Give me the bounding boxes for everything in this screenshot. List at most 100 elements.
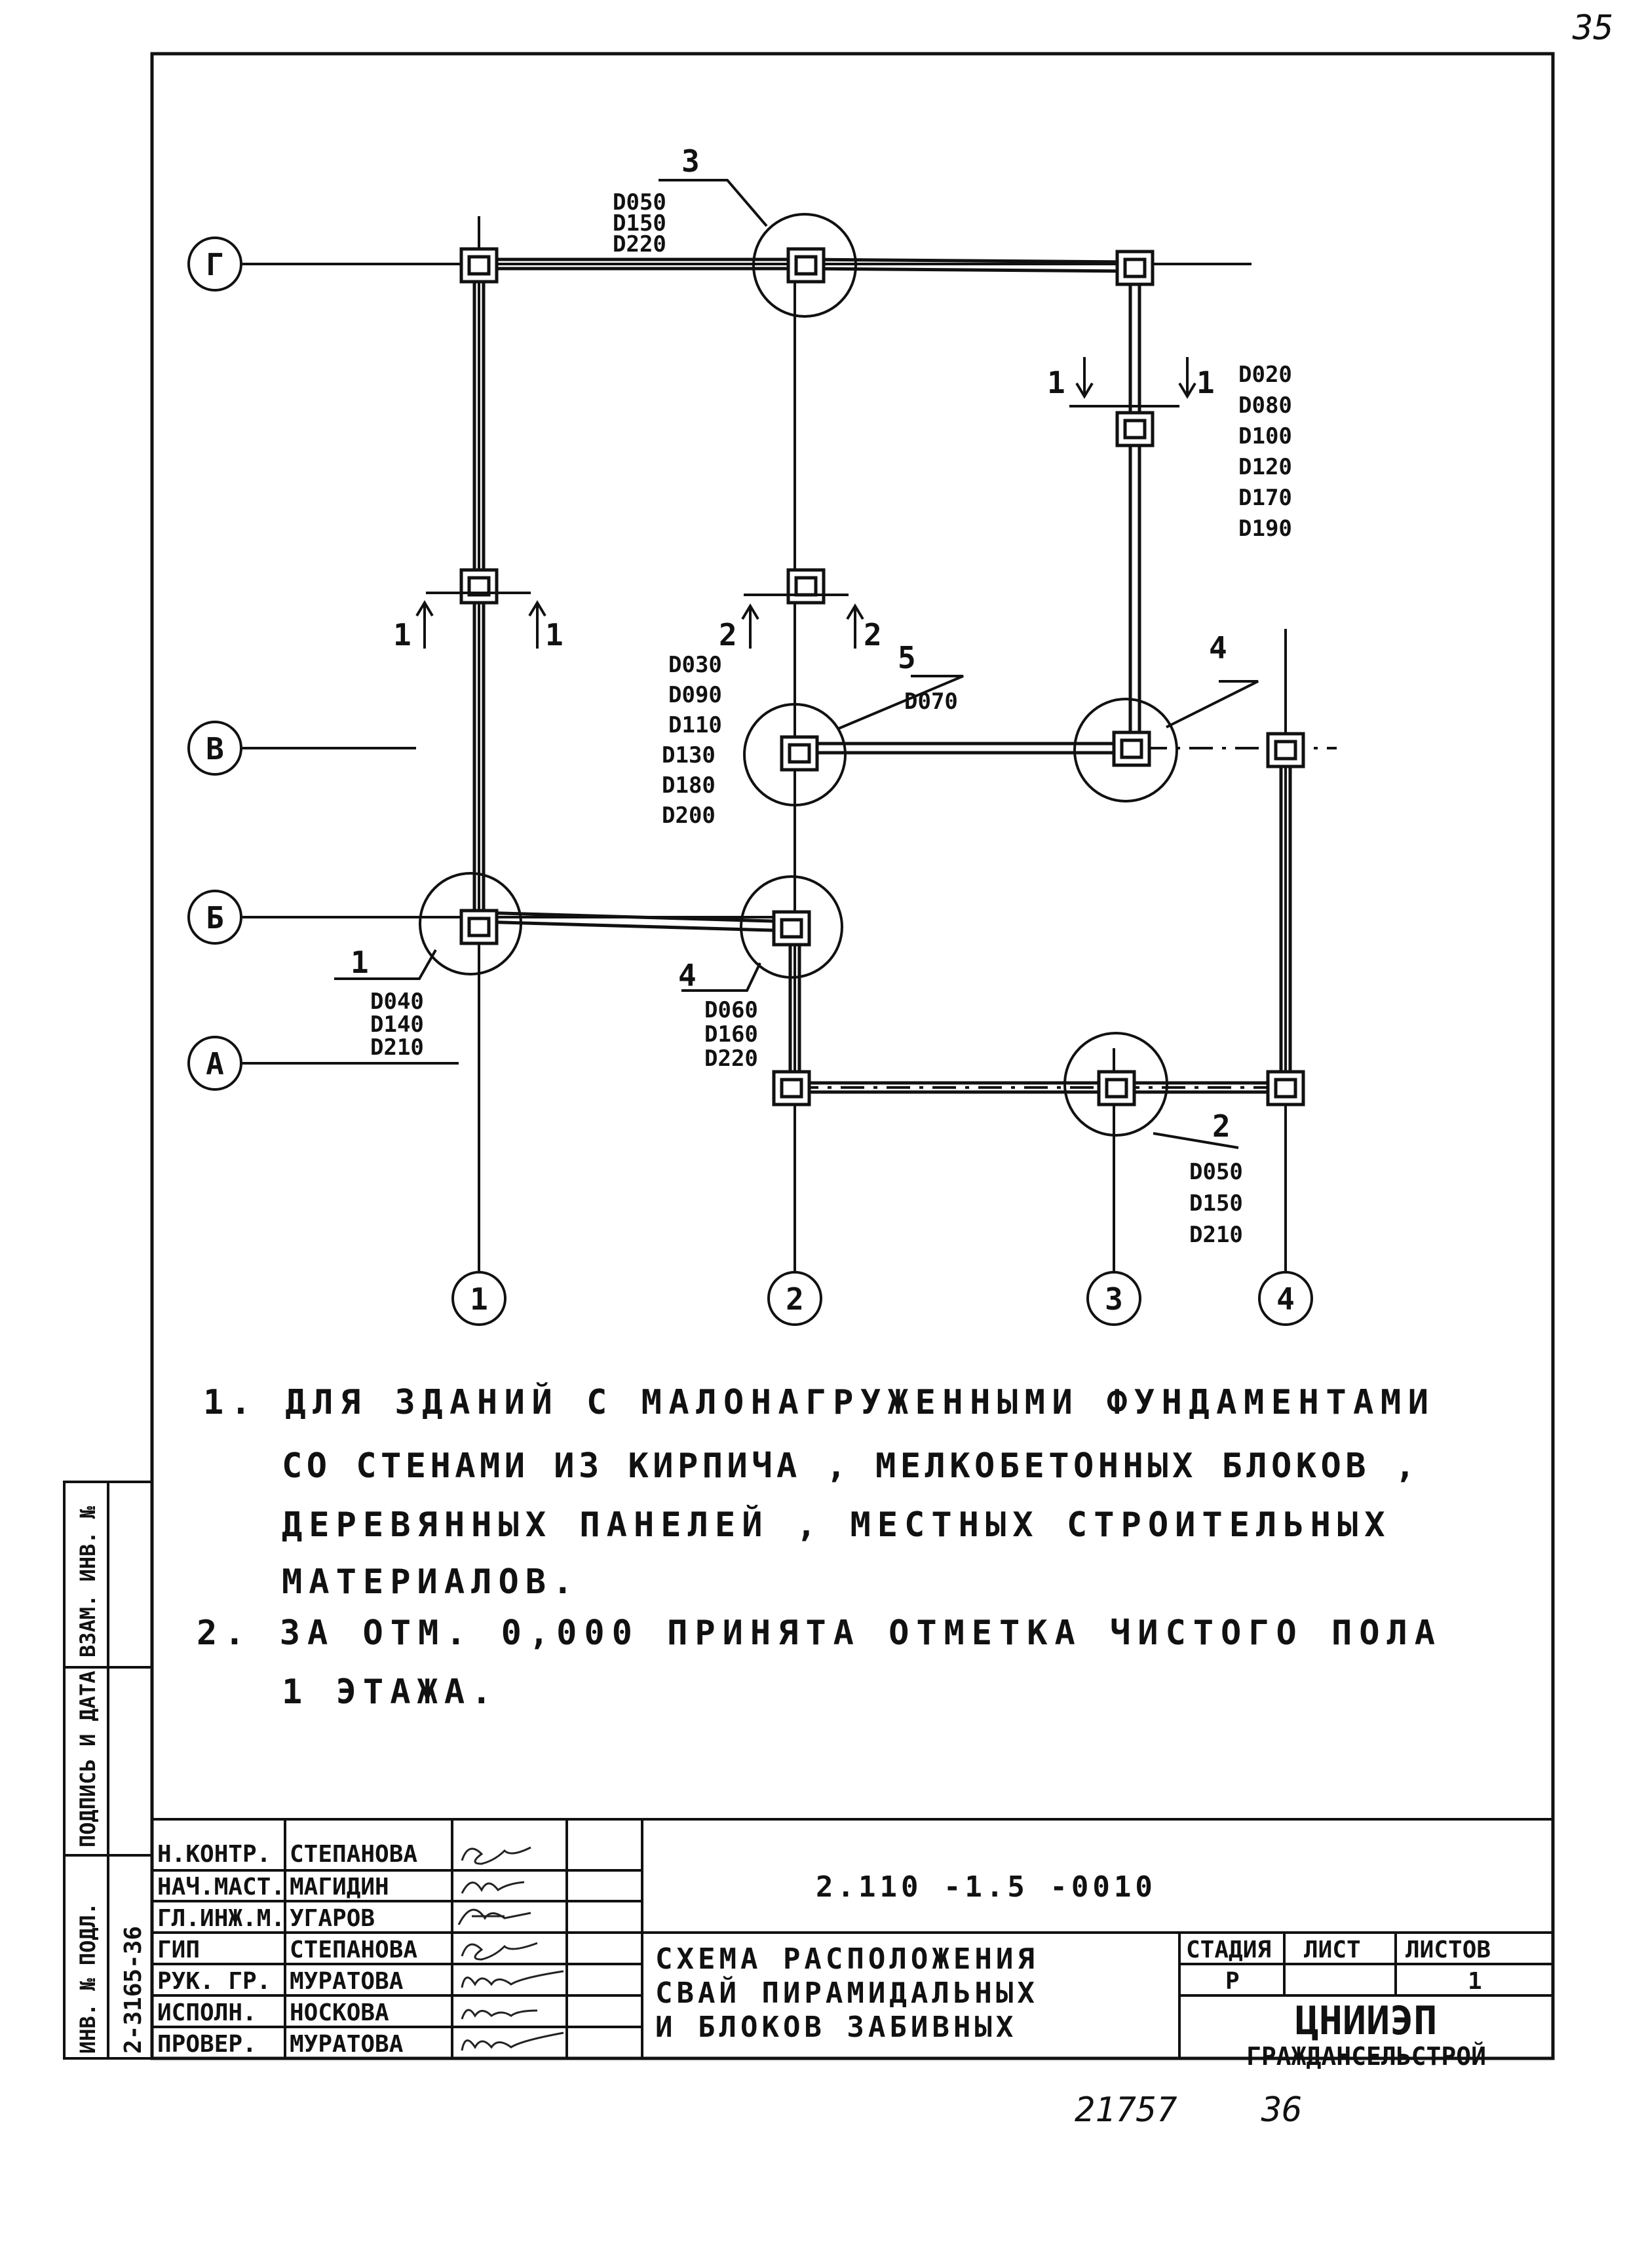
- side-stamp-inv: ИНВ. № ПОДЛ.: [75, 1902, 100, 2054]
- svg-text:РУК. ГР.: РУК. ГР.: [157, 1968, 271, 1995]
- svg-text:МАГИДИН: МАГИДИН: [290, 1874, 389, 1900]
- svg-text:D150: D150: [1189, 1190, 1243, 1217]
- svg-text:D020: D020: [1238, 362, 1292, 388]
- svg-text:Н.КОНТР.: Н.КОНТР.: [157, 1841, 271, 1868]
- footer-stamp-2: 36: [1261, 2090, 1303, 2130]
- row-label-v: В: [206, 731, 224, 766]
- side-stamp-inv-value: 2-3165-36: [120, 1926, 147, 2054]
- svg-text:УГАРОВ: УГАРОВ: [290, 1905, 375, 1932]
- footer-stamp-1: 21757: [1075, 2090, 1177, 2130]
- callout-circles: [419, 213, 1178, 1137]
- leader-lines: [334, 179, 1259, 1149]
- org-subname: ГРАЖДАНСЕЛЬСТРОЙ: [1246, 2042, 1486, 2071]
- codes-group-b: D030 D090 D110 D130 D180 D200: [662, 652, 722, 829]
- drawing-title-2: СВАЙ ПИРАМИДАЛЬНЫХ: [655, 1975, 1039, 2010]
- section-1-top-right: 1: [1196, 365, 1215, 400]
- svg-text:D210: D210: [1189, 1222, 1243, 1248]
- callout-1-number: 1: [351, 945, 369, 980]
- stage-value: Р: [1225, 1968, 1240, 1995]
- svg-text:D130: D130: [662, 742, 716, 768]
- svg-text:D160: D160: [704, 1021, 758, 1048]
- svg-text:D180: D180: [662, 772, 716, 799]
- note-line-5: 2. ЗА ОТМ. 0,000 ПРИНЯТА ОТМЕТКА ЧИСТОГО…: [197, 1614, 1442, 1653]
- beams: [472, 257, 1292, 1094]
- callout-2-number: 2: [1212, 1108, 1231, 1144]
- codes-group-a: D020 D080 D100 D120 D170 D190: [1238, 362, 1292, 542]
- codes-callout-3: D050 D150 D220: [613, 189, 666, 257]
- svg-text:ИСПОЛН.: ИСПОЛН.: [157, 1999, 257, 2026]
- section-1-right: 1: [545, 617, 564, 652]
- svg-text:D050: D050: [1189, 1159, 1243, 1185]
- callout-5-number: 5: [898, 640, 916, 675]
- codes-callout-2: D050 D150 D210: [1189, 1159, 1243, 1248]
- svg-text:D090: D090: [668, 682, 722, 708]
- svg-text:D220: D220: [613, 231, 666, 257]
- code-callout-5: D070: [904, 689, 958, 715]
- section-1-top-left: 1: [1047, 365, 1065, 400]
- side-stamp: [63, 1481, 153, 2060]
- section-2-left: 2: [719, 617, 737, 652]
- svg-text:D210: D210: [370, 1034, 424, 1061]
- svg-text:D200: D200: [662, 803, 716, 829]
- stage-label: СТАДИЯ: [1186, 1937, 1271, 1963]
- sheet-label: ЛИСТ: [1304, 1937, 1361, 1963]
- svg-text:ГИП: ГИП: [157, 1937, 200, 1963]
- svg-text:НАЧ.МАСТ.: НАЧ.МАСТ.: [157, 1874, 285, 1900]
- section-1-left: 1: [393, 617, 411, 652]
- svg-text:D050: D050: [613, 189, 666, 216]
- callout-4-lower-number: 4: [678, 958, 697, 993]
- drawing-title-3: И БЛОКОВ ЗАБИВНЫХ: [655, 2011, 1017, 2044]
- note-line-2: СО СТЕНАМИ ИЗ КИРПИЧА , МЕЛКОБЕТОННЫХ БЛ…: [282, 1446, 1422, 1486]
- drawing-title-1: СХЕМА РАСПОЛОЖЕНИЯ: [655, 1942, 1039, 1976]
- callout-3-number: 3: [681, 143, 700, 179]
- note-line-1: 1. ДЛЯ ЗДАНИЙ С МАЛОНАГРУЖЕННЫМИ ФУНДАМЕ…: [203, 1382, 1435, 1422]
- note-line-4: МАТЕРИАЛОВ.: [282, 1562, 579, 1602]
- svg-text:D140: D140: [370, 1011, 424, 1038]
- title-block-roles: Н.КОНТР. СТЕПАНОВА НАЧ.МАСТ. МАГИДИН ГЛ.…: [157, 1841, 417, 2058]
- signatures: [457, 1846, 564, 2051]
- svg-text:D120: D120: [1238, 454, 1292, 480]
- row-bubbles: [187, 236, 242, 1091]
- note-line-3: ДЕРЕВЯННЫХ ПАНЕЛЕЙ , МЕСТНЫХ СТРОИТЕЛЬНЫ…: [282, 1505, 1392, 1545]
- column-label-4: 4: [1276, 1281, 1295, 1317]
- svg-text:D080: D080: [1238, 392, 1292, 419]
- svg-text:ПРОВЕР.: ПРОВЕР.: [157, 2031, 257, 2058]
- row-label-b: Б: [206, 900, 224, 936]
- svg-text:D170: D170: [1238, 485, 1292, 511]
- svg-text:D040: D040: [370, 989, 424, 1015]
- svg-text:D190: D190: [1238, 516, 1292, 542]
- svg-text:D100: D100: [1238, 423, 1292, 449]
- svg-text:ГЛ.ИНЖ.М.: ГЛ.ИНЖ.М.: [157, 1905, 285, 1932]
- svg-text:D220: D220: [704, 1046, 758, 1072]
- column-label-3: 3: [1105, 1281, 1123, 1317]
- note-line-6: 1 ЭТАЖА.: [282, 1673, 498, 1712]
- codes-callout-1: D040 D140 D210: [370, 989, 424, 1061]
- section-2-right: 2: [864, 617, 882, 652]
- codes-callout-4-lower: D060 D160 D220: [704, 997, 758, 1072]
- callout-4-upper-number: 4: [1209, 630, 1227, 666]
- piles: [459, 247, 1305, 1106]
- org-name: ЦНИИЭП: [1295, 1998, 1438, 2044]
- row-label-a: А: [206, 1046, 224, 1082]
- side-stamp-vzam: ВЗАМ. ИНВ. №: [75, 1505, 100, 1657]
- column-label-2: 2: [786, 1281, 804, 1317]
- drawing-code: 2.110 -1.5 -0010: [816, 1870, 1157, 1904]
- svg-text:D110: D110: [668, 712, 722, 738]
- sheet-frame: [150, 52, 1555, 2060]
- svg-text:D060: D060: [704, 997, 758, 1023]
- svg-text:МУРАТОВА: МУРАТОВА: [290, 1968, 404, 1995]
- section-marks: [415, 357, 1196, 649]
- sheets-value: 1: [1468, 1968, 1482, 1995]
- svg-text:МУРАТОВА: МУРАТОВА: [290, 2031, 404, 2058]
- title-block-grid: [152, 1818, 1553, 2058]
- side-stamp-podpis: ПОДПИСЬ И ДАТА: [75, 1671, 100, 1847]
- page-number: 35: [1572, 9, 1614, 48]
- svg-text:СТЕПАНОВА: СТЕПАНОВА: [290, 1937, 417, 1963]
- column-bubbles: [451, 1271, 1313, 1326]
- svg-text:D150: D150: [613, 210, 666, 236]
- column-label-1: 1: [470, 1281, 488, 1317]
- sheets-label: ЛИСТОВ: [1405, 1937, 1491, 1963]
- notes: 1. ДЛЯ ЗДАНИЙ С МАЛОНАГРУЖЕННЫМИ ФУНДАМЕ…: [197, 1382, 1442, 1712]
- row-label-g: Г: [206, 247, 224, 282]
